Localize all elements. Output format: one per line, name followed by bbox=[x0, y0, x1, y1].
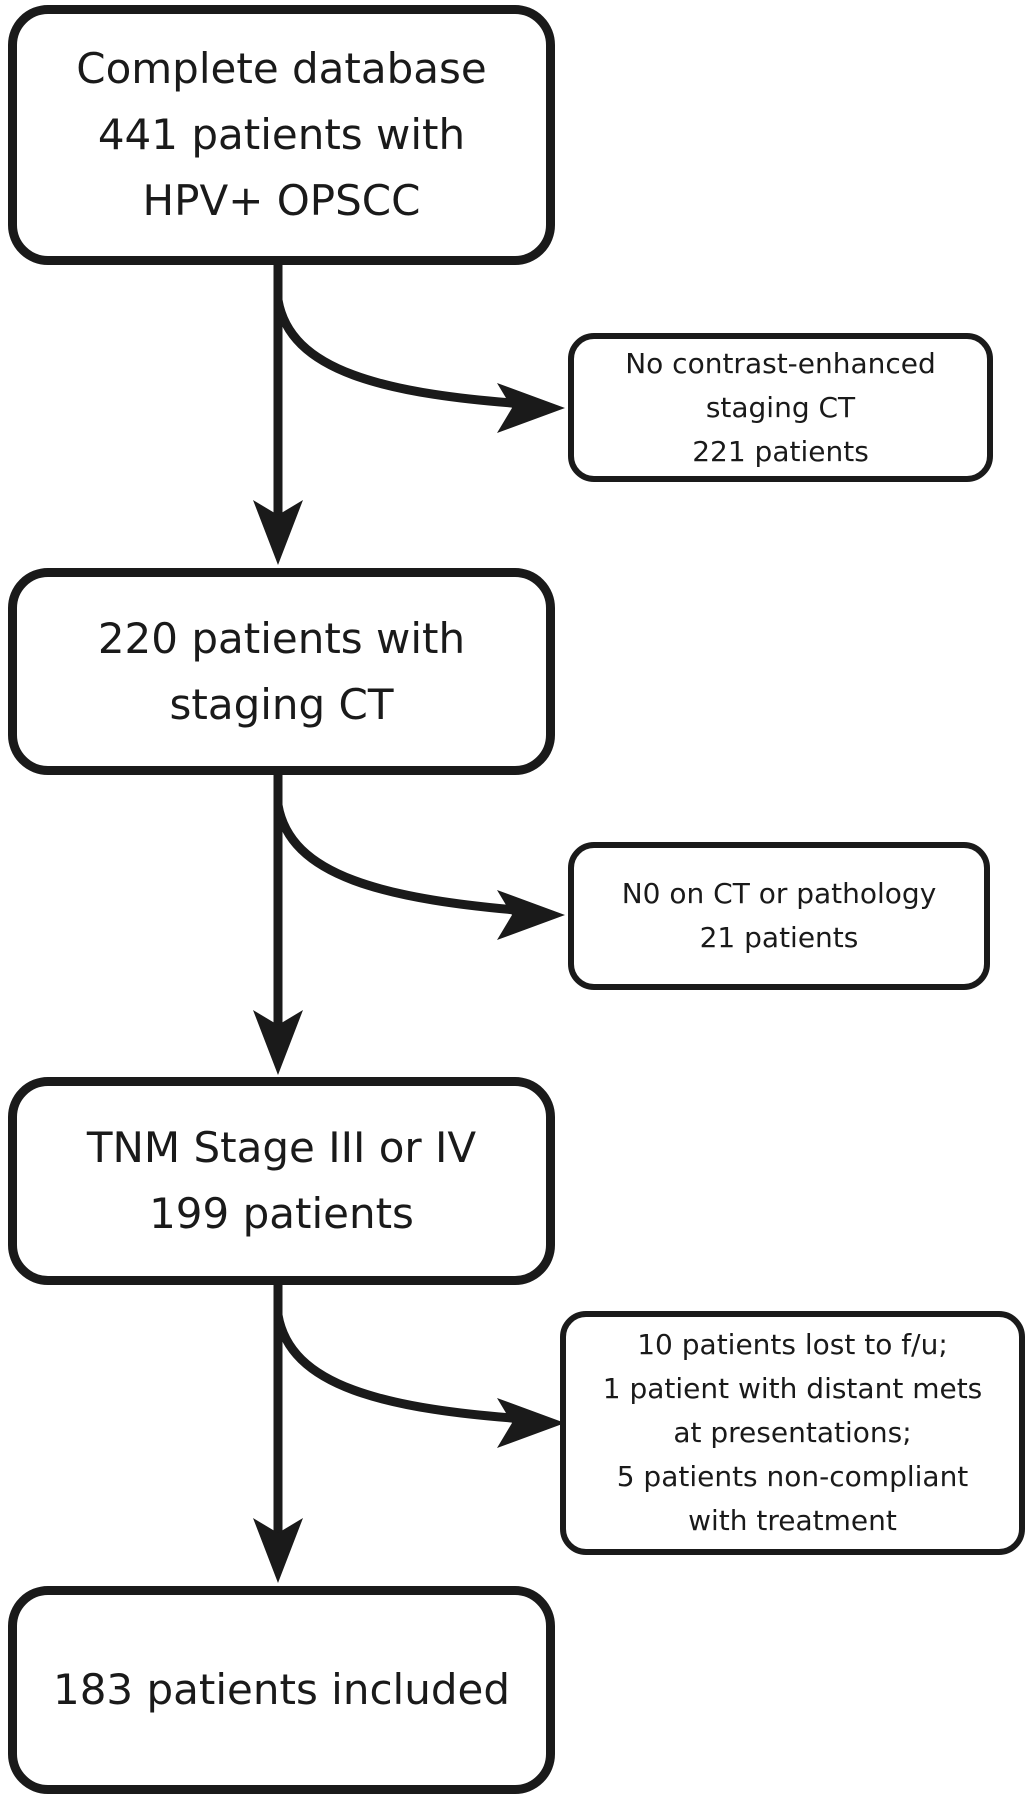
exclusion-text: 10 patients lost to f/u; bbox=[637, 1328, 948, 1361]
arrowhead-right-3 bbox=[497, 1398, 565, 1448]
step-text: 441 patients with bbox=[97, 110, 466, 159]
arrowhead-down-3 bbox=[253, 1518, 303, 1583]
step-box-complete-database: Complete database 441 patients with HPV+… bbox=[8, 5, 555, 265]
step-text: Complete database bbox=[76, 44, 487, 93]
arrowhead-down-2 bbox=[253, 1010, 303, 1075]
branch-arrow-1 bbox=[273, 295, 545, 410]
branch-arrow-3 bbox=[273, 1310, 545, 1425]
step-text: 183 patients included bbox=[52, 1665, 511, 1714]
arrowhead-right-2 bbox=[497, 890, 565, 940]
step-text: 199 patients bbox=[149, 1189, 414, 1238]
step-text: HPV+ OPSCC bbox=[142, 176, 421, 225]
step-text: TNM Stage III or IV bbox=[86, 1123, 477, 1172]
step-box-staging-ct: 220 patients with staging CT bbox=[8, 568, 555, 775]
arrowhead-down-1 bbox=[253, 500, 303, 565]
exclusion-text: 5 patients non-compliant bbox=[616, 1460, 969, 1493]
exclusion-text: N0 on CT or pathology bbox=[621, 877, 937, 910]
exclusion-text: 21 patients bbox=[699, 921, 859, 954]
step-text: 220 patients with bbox=[97, 613, 466, 663]
exclusion-text: No contrast-enhanced bbox=[625, 346, 936, 380]
exclusion-box-n0: N0 on CT or pathology 21 patients bbox=[568, 842, 990, 990]
exclusion-text: at presentations; bbox=[673, 1416, 912, 1449]
step-text: staging CT bbox=[169, 679, 394, 729]
exclusion-text: with treatment bbox=[688, 1504, 897, 1537]
exclusion-text: staging CT bbox=[705, 390, 856, 424]
exclusion-text: 221 patients bbox=[692, 434, 869, 468]
arrowhead-right-1 bbox=[497, 383, 565, 433]
exclusion-box-no-contrast-ct: No contrast-enhanced staging CT 221 pati… bbox=[568, 333, 993, 482]
step-box-tnm-stage: TNM Stage III or IV 199 patients bbox=[8, 1077, 555, 1285]
step-box-included: 183 patients included bbox=[8, 1586, 555, 1794]
exclusion-text: 1 patient with distant mets bbox=[602, 1372, 983, 1405]
branch-arrow-2 bbox=[273, 800, 545, 917]
exclusion-box-lost-followup: 10 patients lost to f/u; 1 patient with … bbox=[560, 1311, 1025, 1555]
